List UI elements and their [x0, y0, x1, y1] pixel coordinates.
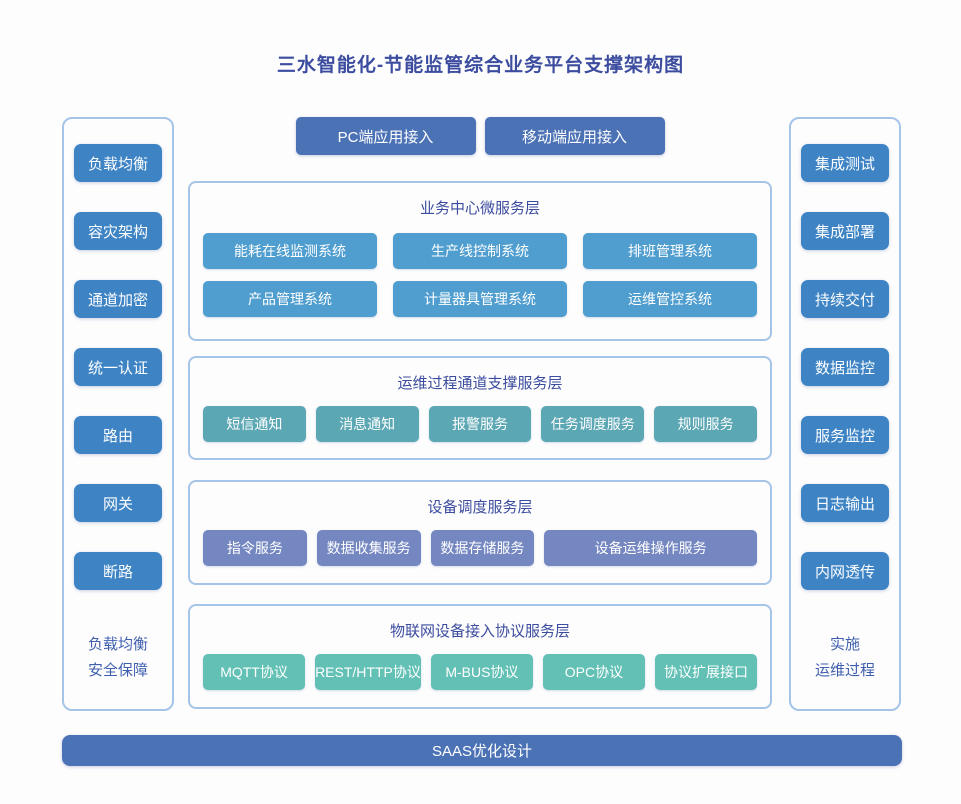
node-rest-http-protocol: REST/HTTP协议 — [315, 654, 421, 690]
right-panel-node-intranet-passthrough: 内网透传 — [801, 552, 889, 590]
layer-items: 短信通知 消息通知 报警服务 任务调度服务 规则服务 — [203, 406, 757, 442]
left-panel-node-unified-auth: 统一认证 — [74, 348, 162, 386]
right-panel-node-log-output: 日志输出 — [801, 484, 889, 522]
node-data-collection-service: 数据收集服务 — [316, 530, 421, 566]
right-panel-node-data-monitoring: 数据监控 — [801, 348, 889, 386]
layer-business-microservices: 业务中心微服务层 能耗在线监测系统 生产线控制系统 排班管理系统 产品管理系统 … — [188, 181, 772, 341]
left-panel-node-channel-encryption: 通道加密 — [74, 280, 162, 318]
node-metering-instrument-system: 计量器具管理系统 — [393, 281, 567, 317]
right-panel-node-service-monitoring: 服务监控 — [801, 416, 889, 454]
left-panel-node-load-balance: 负载均衡 — [74, 144, 162, 182]
layer-items: MQTT协议 REST/HTTP协议 M-BUS协议 OPC协议 协议扩展接口 — [203, 654, 758, 690]
layer-device-scheduling: 设备调度服务层 指令服务 数据收集服务 数据存储服务 设备运维操作服务 — [188, 480, 772, 585]
node-opc-protocol: OPC协议 — [542, 654, 645, 690]
node-shift-management-system: 排班管理系统 — [583, 233, 757, 269]
node-data-storage-service: 数据存储服务 — [430, 530, 535, 566]
pc-access-node: PC端应用接入 — [295, 117, 476, 155]
right-panel-node-integration-deploy: 集成部署 — [801, 212, 889, 250]
node-sms-notify: 短信通知 — [203, 406, 306, 442]
saas-optimization-bar: SAAS优化设计 — [62, 735, 902, 766]
node-ops-control-system: 运维管控系统 — [583, 281, 757, 317]
left-panel-caption-line: 负载均衡 — [87, 636, 148, 653]
left-panel-node-circuit-break: 断路 — [74, 552, 162, 590]
left-panel-node-routing: 路由 — [74, 416, 162, 454]
left-panel-caption: 负载均衡 安全保障 — [88, 632, 148, 684]
right-panel-caption-line: 实施 — [829, 636, 860, 653]
layer-items: 能耗在线监测系统 生产线控制系统 排班管理系统 产品管理系统 计量器具管理系统 … — [203, 233, 757, 317]
mobile-access-node: 移动端应用接入 — [484, 117, 665, 155]
right-panel-caption: 实施 运维过程 — [815, 632, 875, 684]
node-mbus-protocol: M-BUS协议 — [430, 654, 533, 690]
node-protocol-extension-interface: 协议扩展接口 — [654, 654, 758, 690]
node-task-scheduling-service: 任务调度服务 — [541, 406, 645, 442]
left-panel-node-gateway: 网关 — [74, 484, 162, 522]
node-device-ops-operation-service: 设备运维操作服务 — [544, 530, 758, 566]
node-command-service: 指令服务 — [203, 530, 307, 566]
center-column: PC端应用接入 移动端应用接入 业务中心微服务层 能耗在线监测系统 生产线控制系… — [188, 117, 772, 709]
page-title: 三水智能化-节能监管综合业务平台支撑架构图 — [276, 55, 685, 76]
layer-title: 业务中心微服务层 — [419, 200, 540, 217]
layer-items: 指令服务 数据收集服务 数据存储服务 设备运维操作服务 — [203, 530, 758, 566]
left-panel-node-disaster-recovery: 容灾架构 — [74, 212, 162, 250]
node-mqtt-protocol: MQTT协议 — [203, 654, 306, 690]
layer-title: 设备调度服务层 — [427, 499, 533, 516]
right-panel-caption-line: 运维过程 — [814, 662, 875, 679]
node-energy-monitoring-system: 能耗在线监测系统 — [203, 233, 377, 269]
layer-iot-protocol-access: 物联网设备接入协议服务层 MQTT协议 REST/HTTP协议 M-BUS协议 … — [188, 604, 772, 709]
layer-title: 物联网设备接入协议服务层 — [389, 623, 570, 640]
left-panel-caption-line: 安全保障 — [87, 662, 148, 679]
layer-title: 运维过程通道支撑服务层 — [397, 375, 563, 392]
right-panel: 集成测试 集成部署 持续交付 数据监控 服务监控 日志输出 内网透传 实施 运维… — [789, 117, 901, 711]
node-product-management-system: 产品管理系统 — [203, 281, 377, 317]
node-production-line-control-system: 生产线控制系统 — [393, 233, 567, 269]
right-panel-node-integration-test: 集成测试 — [801, 144, 889, 182]
access-row: PC端应用接入 移动端应用接入 — [188, 117, 772, 155]
right-panel-node-continuous-delivery: 持续交付 — [801, 280, 889, 318]
layer-ops-channel-support: 运维过程通道支撑服务层 短信通知 消息通知 报警服务 任务调度服务 规则服务 — [188, 356, 772, 460]
node-rule-service: 规则服务 — [654, 406, 757, 442]
node-message-notify: 消息通知 — [315, 406, 419, 442]
left-panel: 负载均衡 容灾架构 通道加密 统一认证 路由 网关 断路 负载均衡 安全保障 — [62, 117, 174, 711]
node-alarm-service: 报警服务 — [428, 406, 532, 442]
